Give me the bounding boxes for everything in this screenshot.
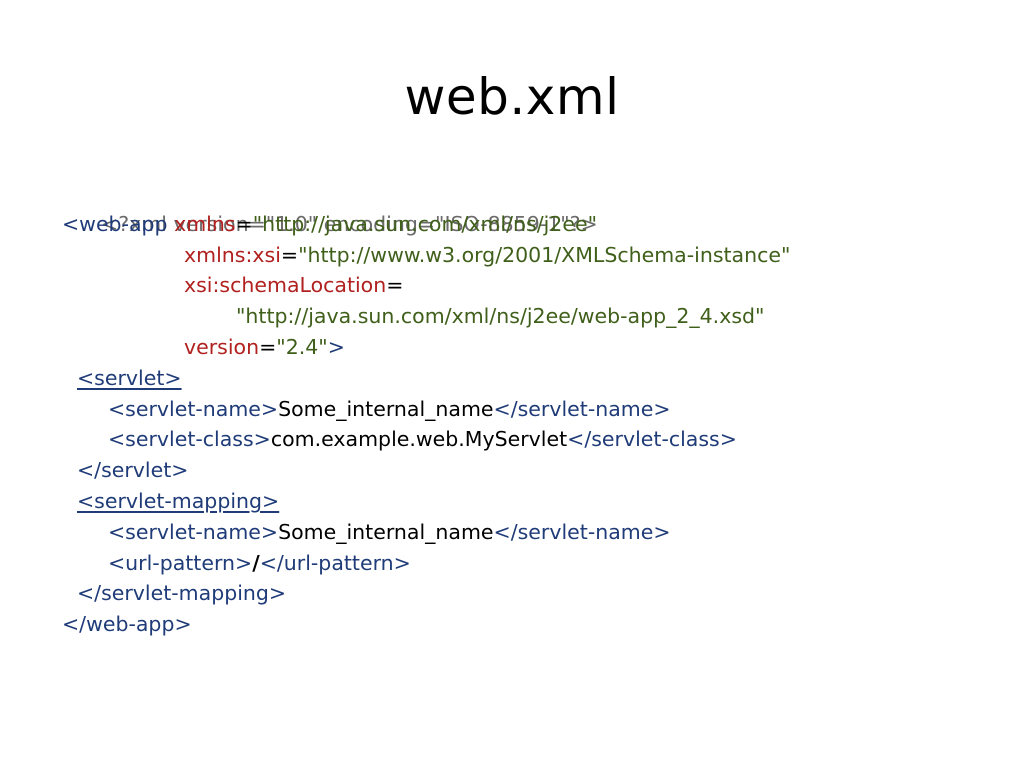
version-attribute: version — [184, 334, 260, 359]
code-line-xml-declaration: <?xml version="1.0" encoding="ISO-8859-1… — [62, 178, 962, 236]
url-pattern-open-tag: <url-pattern> — [108, 550, 253, 575]
servlet-class-open-tag: <servlet-class> — [108, 427, 271, 452]
servlet-name-open-tag: <servlet-name> — [108, 396, 279, 421]
equals-sign: = — [386, 273, 404, 298]
servlet-class-text: com.example.web.MyServlet — [270, 427, 568, 452]
code-line-servlet-name: <servlet-name>Some_internal_name</servle… — [62, 394, 962, 425]
servlet-name-text: Some_internal_name — [278, 519, 494, 544]
code-line-schema-location-value: "http://java.sun.com/xml/ns/j2ee/web-app… — [62, 301, 962, 332]
servlet-close-tag: </servlet> — [77, 458, 189, 483]
code-line-web-app-close: </web-app> — [62, 609, 962, 640]
servlet-mapping-open-tag: <servlet-mapping> — [77, 488, 280, 513]
code-line-xmlns-xsi: xmlns:xsi="http://www.w3.org/2001/XMLSch… — [62, 240, 962, 271]
servlet-name-close-tag: </servlet-name> — [493, 396, 671, 421]
code-line-web-app-open: <web-app xmlns="http://java.sun.com/xml/… — [62, 209, 962, 240]
xml-declaration: <?xml version="1.0" encoding="ISO-8859-1… — [101, 211, 598, 236]
servlet-open-tag: <servlet> — [77, 365, 182, 390]
url-pattern-text: / — [252, 550, 260, 575]
code-block: <?xml version="1.0" encoding="ISO-8859-1… — [62, 178, 962, 640]
equals-sign: = — [235, 211, 253, 236]
xmlns-attribute: xmlns — [174, 211, 236, 236]
code-line-servlet-mapping-open: <servlet-mapping> — [62, 486, 962, 517]
web-app-close-tag: </web-app> — [62, 612, 192, 637]
version-value: "2.4" — [276, 334, 328, 359]
code-line-servlet-open: <servlet> — [62, 363, 962, 394]
url-pattern-close-tag: </url-pattern> — [259, 550, 411, 575]
equals-sign: = — [280, 242, 299, 267]
servlet-name-text: Some_internal_name — [278, 396, 494, 421]
code-line-schema-location: xsi:schemaLocation= — [62, 270, 962, 301]
tag-close-bracket: > — [327, 334, 345, 359]
slide-title: web.xml — [404, 68, 620, 126]
servlet-name-close-tag: </servlet-name> — [493, 519, 671, 544]
equals-sign: = — [259, 334, 277, 359]
xmlns-xsi-value: "http://www.w3.org/2001/XMLSchema-instan… — [298, 242, 791, 267]
code-line-servlet-class: <servlet-class>com.example.web.MyServlet… — [62, 424, 962, 455]
code-line-url-pattern: <url-pattern>/</url-pattern> — [62, 548, 962, 579]
code-line-version: version="2.4"> — [62, 332, 962, 363]
web-app-open-tag: <web-app — [62, 211, 175, 236]
servlet-class-close-tag: </servlet-class> — [567, 427, 737, 452]
code-line-mapping-servlet-name: <servlet-name>Some_internal_name</servle… — [62, 517, 962, 548]
code-line-servlet-close: </servlet> — [62, 455, 962, 486]
xmlns-xsi-attribute: xmlns:xsi — [184, 242, 281, 267]
code-line-servlet-mapping-close: </servlet-mapping> — [62, 578, 962, 609]
xmlns-value: "http://java.sun.com/xml/ns/j2ee" — [252, 211, 597, 236]
servlet-name-open-tag: <servlet-name> — [108, 519, 279, 544]
servlet-mapping-close-tag: </servlet-mapping> — [77, 581, 287, 606]
schema-location-attribute: xsi:schemaLocation — [184, 273, 387, 298]
schema-location-value: "http://java.sun.com/xml/ns/j2ee/web-app… — [236, 304, 765, 329]
